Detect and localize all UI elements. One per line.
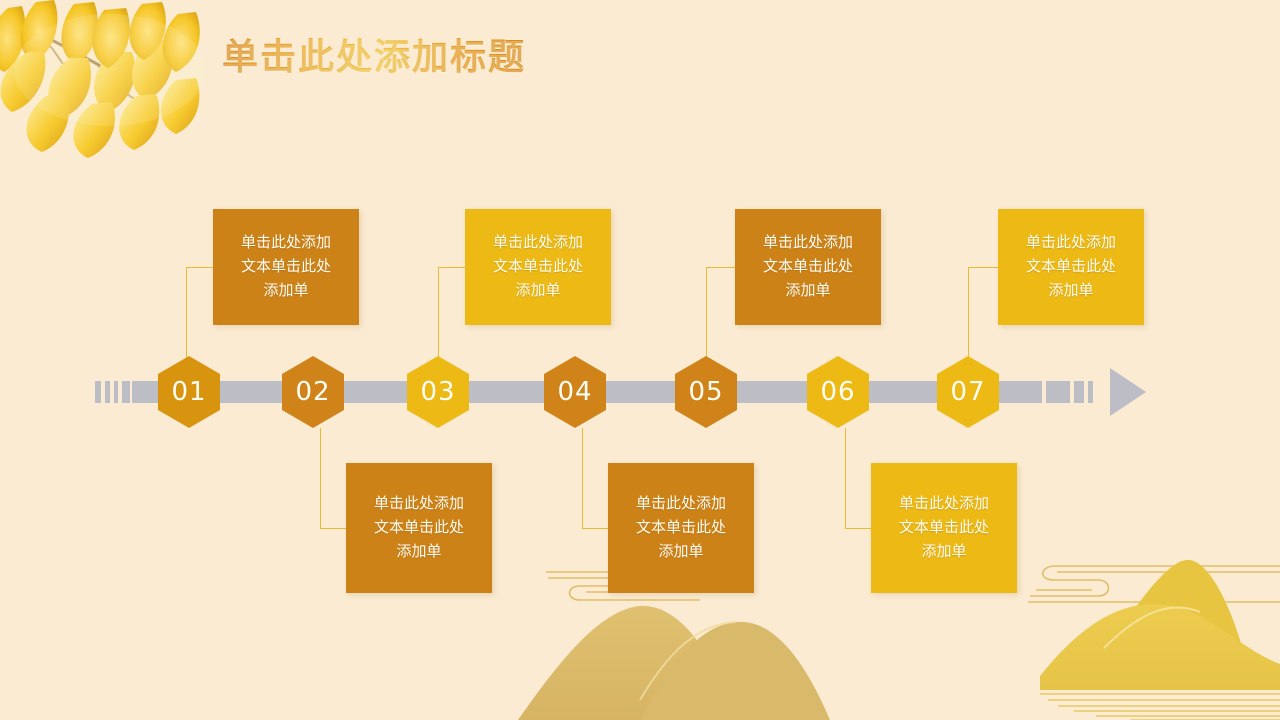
step-hexagon-01[interactable]: 01 <box>158 356 220 428</box>
step-card-01[interactable]: 单击此处添加文本单击此处添加单 <box>213 209 359 325</box>
step-card-text-05: 单击此处添加文本单击此处添加单 <box>762 234 853 299</box>
step-card-text-02: 单击此处添加文本单击此处添加单 <box>373 495 464 560</box>
step-card-07[interactable]: 单击此处添加文本单击此处添加单 <box>998 209 1144 325</box>
step-card-text-04: 单击此处添加文本单击此处添加单 <box>635 495 726 560</box>
connector-v-02 <box>320 428 321 528</box>
step-hexagon-06[interactable]: 06 <box>807 356 869 428</box>
step-hexagon-07[interactable]: 07 <box>937 356 999 428</box>
step-number-04: 04 <box>557 377 593 407</box>
mountain-left-icon <box>518 605 830 720</box>
connector-h-07 <box>968 267 998 268</box>
mountain-right-icon <box>1040 559 1280 690</box>
step-hexagon-03[interactable]: 03 <box>407 356 469 428</box>
rail-dash-left-4 <box>122 381 130 403</box>
step-number-03: 03 <box>420 377 456 407</box>
connector-h-04 <box>582 528 609 529</box>
rail-dash-left-2 <box>105 381 110 403</box>
connector-h-02 <box>320 528 347 529</box>
connector-v-03 <box>438 267 439 360</box>
step-card-text-03: 单击此处添加文本单击此处添加单 <box>492 234 583 299</box>
rail-dash-right-3 <box>1088 381 1093 403</box>
step-hexagon-02[interactable]: 02 <box>282 356 344 428</box>
connector-v-06 <box>845 428 846 528</box>
connector-h-03 <box>438 267 466 268</box>
water-reflection-lines-icon <box>1040 693 1280 720</box>
ginkgo-leaves-icon <box>0 0 206 158</box>
scroll-motif-right-icon <box>1028 565 1280 603</box>
step-card-04[interactable]: 单击此处添加文本单击此处添加单 <box>608 463 754 593</box>
connector-v-05 <box>706 267 707 360</box>
step-number-06: 06 <box>820 377 856 407</box>
connector-v-04 <box>582 428 583 528</box>
step-card-02[interactable]: 单击此处添加文本单击此处添加单 <box>346 463 492 593</box>
connector-h-01 <box>186 267 214 268</box>
rail-dash-left-1 <box>95 381 101 403</box>
timeline-arrow-icon <box>1110 368 1146 416</box>
step-card-text-06: 单击此处添加文本单击此处添加单 <box>898 495 989 560</box>
rail-dash-right-1 <box>1046 381 1070 403</box>
rail-dash-left-3 <box>114 381 118 403</box>
step-number-07: 07 <box>950 377 986 407</box>
step-card-06[interactable]: 单击此处添加文本单击此处添加单 <box>871 463 1017 593</box>
step-number-05: 05 <box>688 377 724 407</box>
step-card-03[interactable]: 单击此处添加文本单击此处添加单 <box>465 209 611 325</box>
rail-dash-right-2 <box>1074 381 1084 403</box>
connector-v-01 <box>186 267 187 360</box>
step-hexagon-04[interactable]: 04 <box>544 356 606 428</box>
connector-h-06 <box>845 528 872 529</box>
step-number-01: 01 <box>171 377 207 407</box>
connector-h-05 <box>706 267 735 268</box>
page-title: 单击此处添加标题 <box>222 28 526 80</box>
step-card-text-07: 单击此处添加文本单击此处添加单 <box>1025 234 1116 299</box>
step-card-05[interactable]: 单击此处添加文本单击此处添加单 <box>735 209 881 325</box>
step-hexagon-05[interactable]: 05 <box>675 356 737 428</box>
connector-v-07 <box>968 267 969 360</box>
step-number-02: 02 <box>295 377 331 407</box>
step-card-text-01: 单击此处添加文本单击此处添加单 <box>240 234 331 299</box>
